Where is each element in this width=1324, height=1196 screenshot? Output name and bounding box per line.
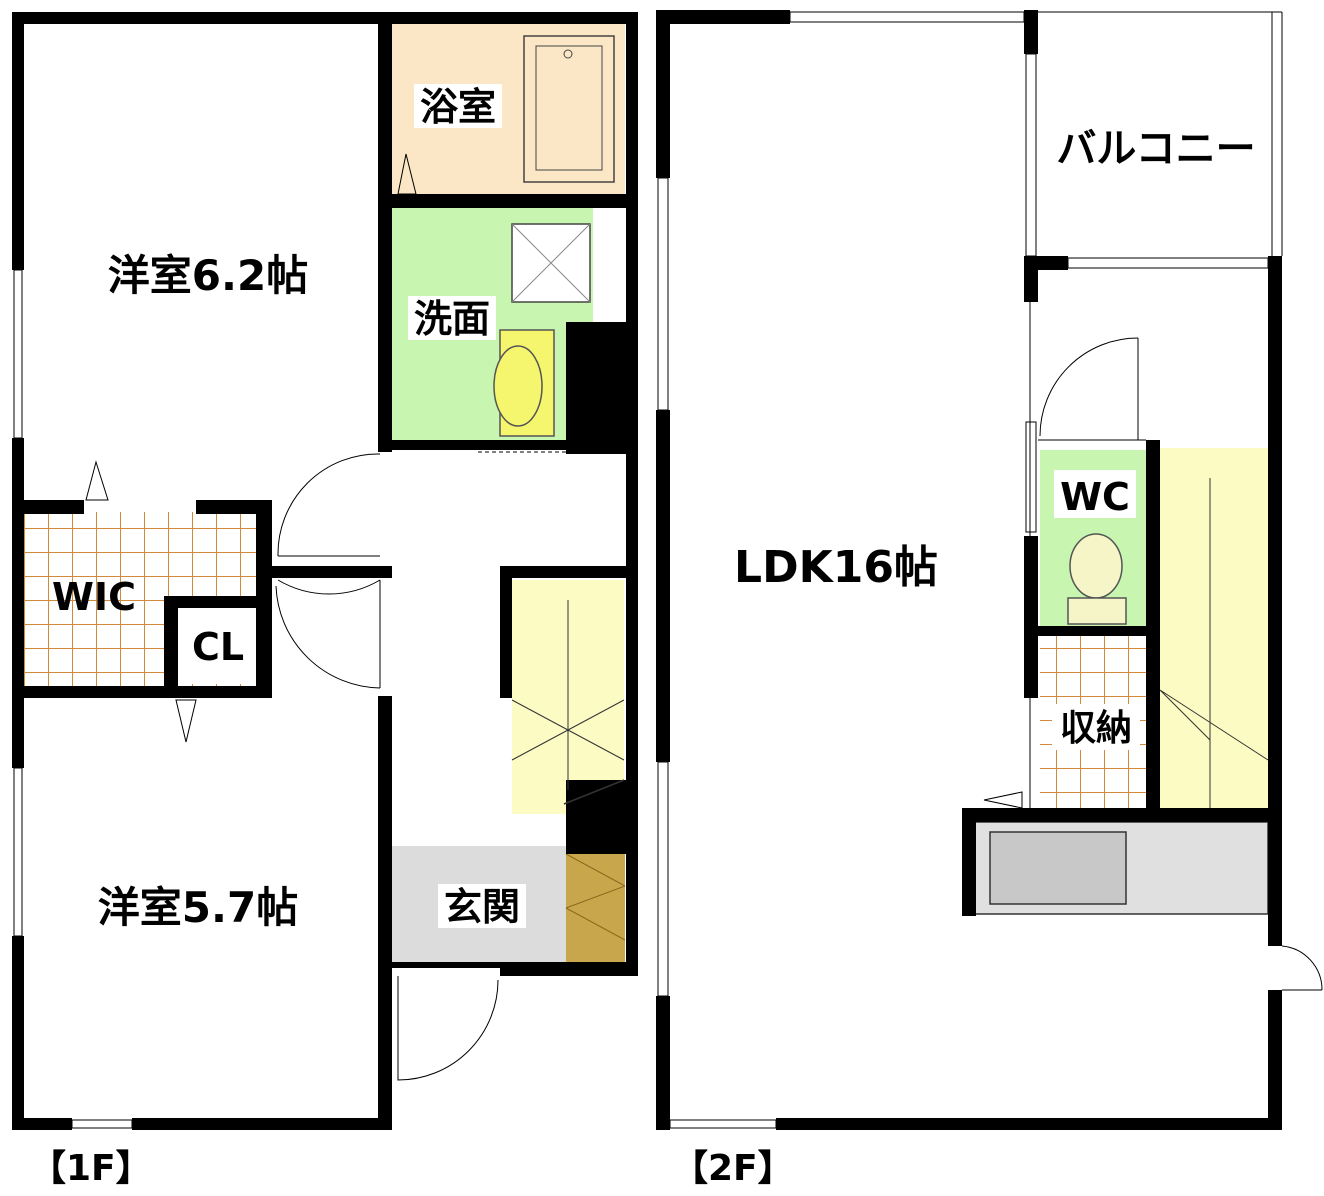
walls-2f bbox=[656, 10, 1282, 1130]
bathtub bbox=[523, 35, 615, 183]
first-floor: 洋室6.2帖 洋室5.7帖 WIC CL 浴室 洗面 玄関 【1F】 bbox=[12, 12, 638, 1189]
stairs-2f bbox=[1160, 448, 1268, 810]
toilet bbox=[1069, 533, 1123, 599]
walls-1f bbox=[12, 12, 638, 1130]
room-label-wc: WC bbox=[1060, 475, 1130, 519]
shoe-box bbox=[566, 854, 625, 964]
room-label-balcony: バルコニー bbox=[1056, 126, 1255, 172]
floor-label-2f: 【2F】 bbox=[672, 1148, 794, 1189]
room-label-washroom: 洗面 bbox=[414, 297, 490, 341]
floor-label-1f: 【1F】 bbox=[30, 1148, 152, 1189]
room-label-ldk: LDK16帖 bbox=[734, 542, 938, 593]
room-label-bedroom-b: 洋室5.7帖 bbox=[98, 883, 298, 932]
second-floor: LDK16帖 バルコニー WC 収納 【2F】 bbox=[656, 10, 1323, 1189]
kitchen-sink bbox=[989, 831, 1127, 905]
room-label-closet: CL bbox=[192, 625, 244, 669]
room-label-entrance: 玄関 bbox=[444, 885, 520, 929]
room-label-bathroom: 浴室 bbox=[420, 85, 496, 129]
room-label-storage: 収納 bbox=[1060, 708, 1132, 749]
room-label-bedroom-a: 洋室6.2帖 bbox=[108, 251, 308, 300]
closet-area bbox=[178, 604, 258, 684]
room-label-wic: WIC bbox=[52, 575, 136, 619]
